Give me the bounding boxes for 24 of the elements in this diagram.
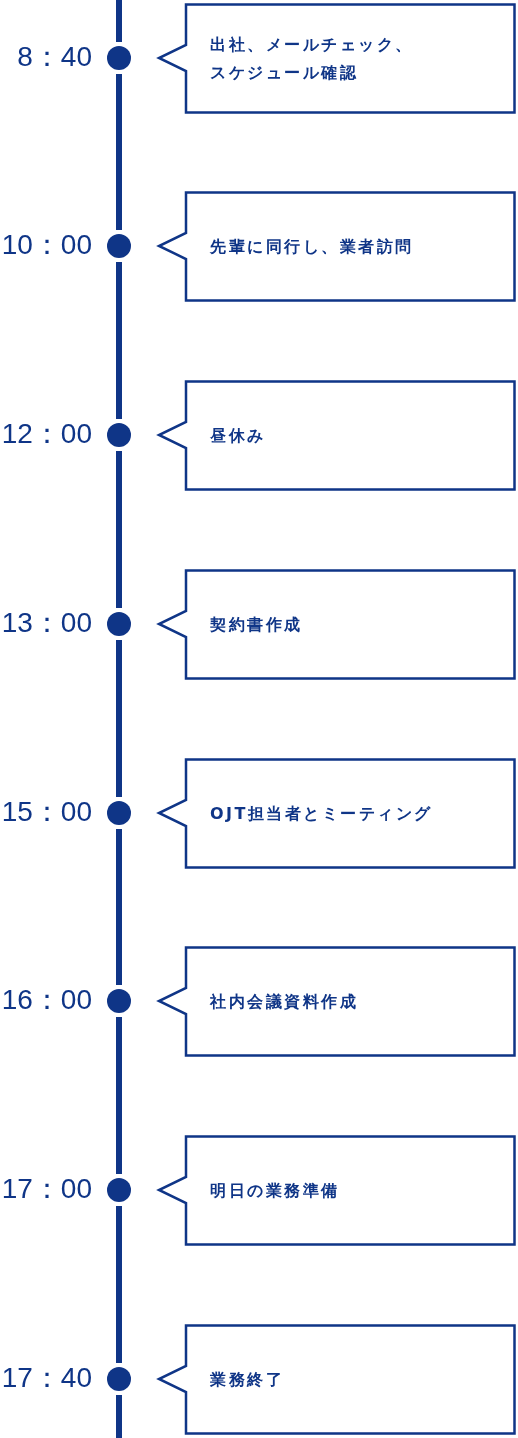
speech-bubble	[156, 1324, 516, 1435]
activity-text: 昼休み	[210, 424, 266, 447]
time-label: 13：00	[1, 606, 92, 640]
time-label: 17：40	[1, 1361, 92, 1395]
activity-text: 業務終了	[210, 1368, 284, 1391]
time-label: 16：00	[1, 983, 92, 1017]
time-label: 17：00	[1, 1172, 92, 1206]
time-label: 10：00	[1, 228, 92, 262]
activity-text: 契約書作成	[210, 613, 303, 636]
speech-bubble	[156, 569, 516, 680]
speech-bubble	[156, 1135, 516, 1246]
activity-text: 明日の業務準備	[210, 1179, 340, 1202]
speech-bubble	[156, 380, 516, 491]
activity-text: 社内会議資料作成	[210, 990, 358, 1013]
activity-text: OJT担当者とミーティング	[210, 802, 433, 825]
activity-text: 出社、メールチェック、スケジュール確認	[210, 33, 415, 84]
time-label: 15：00	[1, 795, 92, 829]
speech-bubble	[156, 3, 516, 114]
speech-bubble	[156, 758, 516, 869]
activity-text: 先輩に同行し、業者訪問	[210, 235, 414, 258]
speech-bubble	[156, 946, 516, 1057]
speech-bubble	[156, 191, 516, 302]
time-label: 12：00	[1, 417, 92, 451]
time-label: 8：40	[17, 40, 92, 74]
